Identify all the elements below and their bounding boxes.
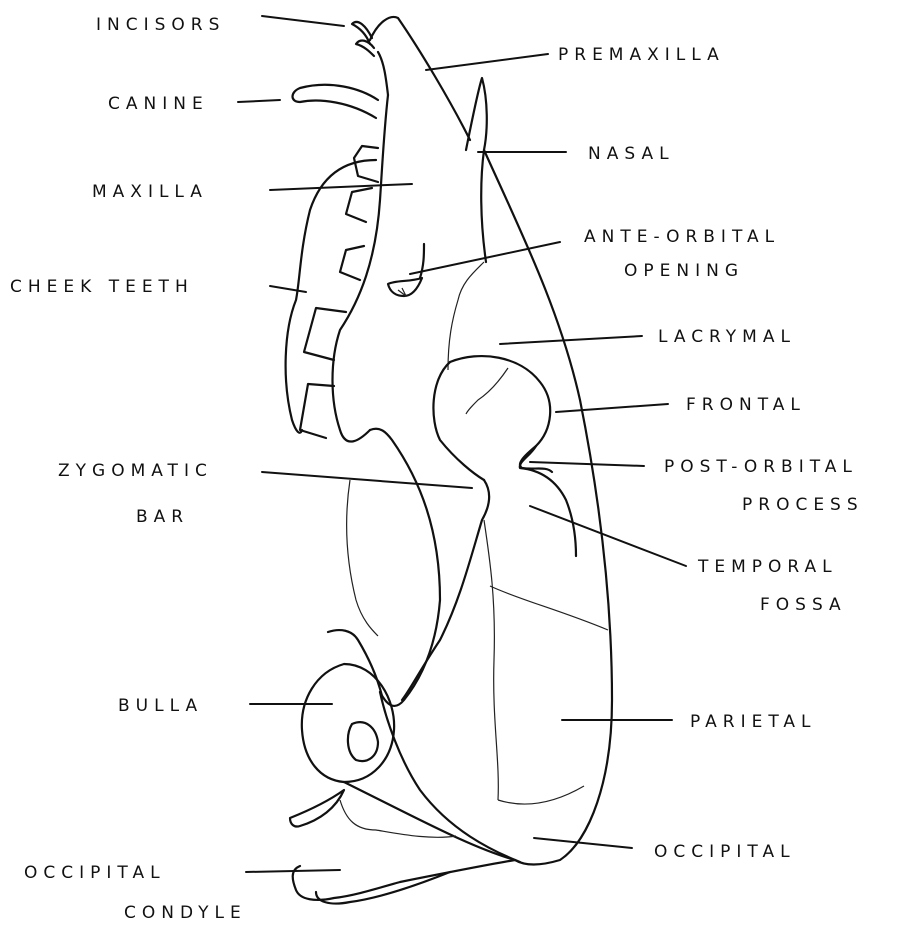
leader-maxilla [270,184,412,190]
label-occipital-condyle-line2: CONDYLE [124,903,247,923]
nasal-bone [466,78,487,262]
canine-tooth [293,85,379,118]
leader-canine [238,100,280,102]
label-canine: CANINE [108,94,209,114]
cheek-teeth-outline [286,160,376,433]
leader-cheek-teeth [270,286,306,292]
cheek-tooth-3 [340,246,364,280]
label-maxilla: MAXILLA [92,182,208,202]
label-post-orbital-line2: PROCESS [742,495,864,515]
cheek-tooth-1 [354,146,378,182]
label-zygomatic-line1: ZYGOMATIC [58,461,213,481]
label-temporal-line2: FOSSA [760,595,847,615]
label-cheek-teeth: CHEEK TEETH [10,277,194,297]
frontal-parietal-suture [490,586,608,630]
sagittal-suture [484,520,498,800]
orbit-suture [466,368,508,414]
label-ante-orbital-line1: ANTE-ORBITAL [584,227,780,247]
labels: INCISORS PREMAXILLA CANINE NASAL MAXILLA… [10,15,864,923]
cheek-tooth-5 [300,384,334,438]
bulla-opening [348,722,378,761]
leader-premaxilla [426,54,548,70]
label-parietal: PARIETAL [690,712,817,732]
bulla-process [328,630,382,696]
label-premaxilla: PREMAXILLA [558,45,725,65]
zygomatic-bar [370,429,440,706]
label-temporal-line1: TEMPORAL [697,557,838,577]
ante-orbital-line [420,244,424,278]
label-lacrymal: LACRYMAL [658,327,796,347]
label-ante-orbital-line2: OPENING [624,261,744,281]
skull-drawing [286,17,612,904]
leader-occipital [534,838,632,848]
orbit-left-wall [433,362,484,480]
label-occipital: OCCIPITAL [654,842,796,862]
paroccipital-process [290,790,344,827]
leader-lacrymal [500,336,642,344]
leader-frontal [556,404,668,412]
label-zygomatic-line2: BAR [136,507,189,527]
label-frontal: FRONTAL [686,395,806,415]
skull-dorsal-outline [484,150,612,865]
occipital-condyle [293,860,515,900]
leader-incisors [262,16,344,26]
squamosal-suture [347,480,378,636]
leader-temporal [530,506,686,566]
label-bulla: BULLA [118,696,203,716]
label-nasal: NASAL [588,144,675,164]
bulla-outline [302,664,394,782]
occipital-lower-suture [340,800,456,837]
incisor-lower [356,41,374,56]
leader-occipital-condyle [246,870,340,872]
label-post-orbital-line1: POST-ORBITAL [664,457,858,477]
occipital-suture [498,786,584,804]
leader-post-orbital [530,462,644,466]
label-incisors: INCISORS [96,15,225,35]
lacrymal-suture [448,262,484,370]
zygomatic-inner-edge [402,480,489,700]
leader-zygomatic [262,472,472,488]
cheek-tooth-2 [346,188,372,222]
label-occipital-condyle-line1: OCCIPITAL [24,863,166,883]
orbit-outline [450,356,552,472]
premaxilla-lower-edge [378,52,388,95]
